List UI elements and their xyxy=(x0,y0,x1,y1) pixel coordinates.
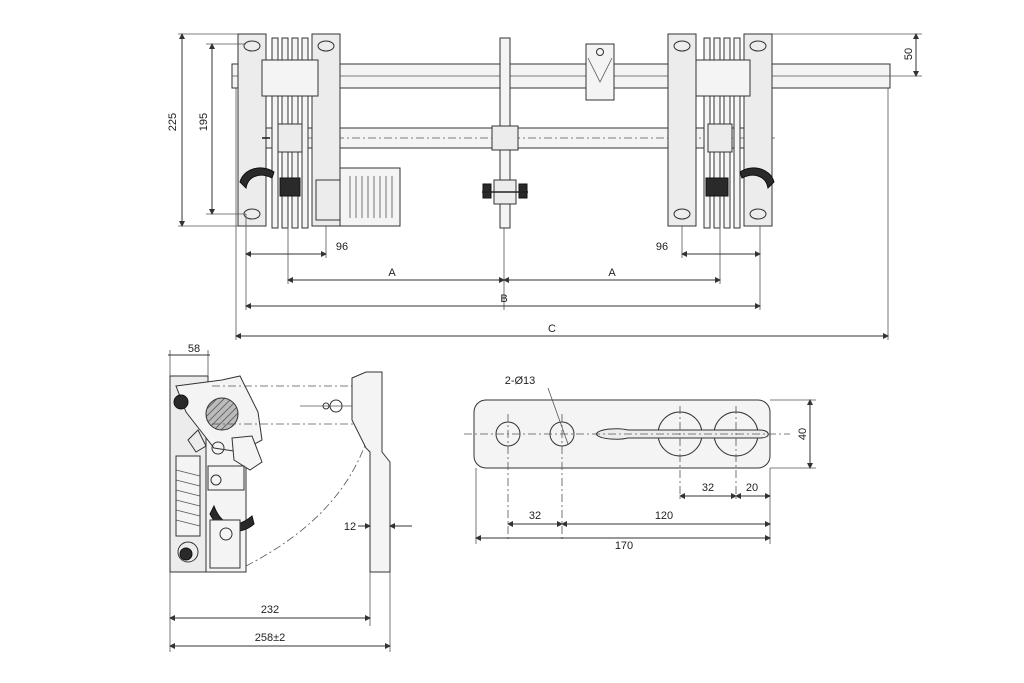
dim-195-label: 195 xyxy=(198,113,210,131)
dim-12-label: 12 xyxy=(344,521,356,533)
dim-170-label: 170 xyxy=(615,540,633,552)
hatched-shaft-section xyxy=(205,397,239,431)
dim-258-label: 258±2 xyxy=(255,632,286,644)
dim-40-label: 40 xyxy=(797,428,809,440)
plate-view: 2-Ø13 40 32 20 32 120 170 xyxy=(464,375,816,552)
swing-arc xyxy=(245,429,371,567)
side-view: 58 12 232 258±2 xyxy=(168,343,412,652)
dim-C-label: C xyxy=(548,323,556,335)
top-bracket xyxy=(585,43,615,101)
dim-96-left-label: 96 xyxy=(336,241,348,253)
left-cable-hook xyxy=(239,167,275,190)
fixed-contact xyxy=(351,371,391,573)
dim-B-label: B xyxy=(500,293,507,305)
dim-225-label: 225 xyxy=(167,113,179,131)
plate-view-dimensions: 2-Ø13 40 32 20 32 120 170 xyxy=(475,375,816,552)
dim-58-label: 58 xyxy=(188,343,200,355)
dim-232-label: 232 xyxy=(261,604,279,616)
dim-A-left-label: A xyxy=(388,267,396,279)
left-mount-plate-a xyxy=(237,33,267,227)
dim-20-label: 20 xyxy=(746,482,758,494)
side-view-dimensions: 58 12 232 258±2 xyxy=(168,343,412,652)
dim-96-right-label: 96 xyxy=(656,241,668,253)
dim-A-right-label: A xyxy=(608,267,616,279)
dim-32-left-label: 32 xyxy=(529,510,541,522)
top-view: 225 195 50 96 96 xyxy=(167,33,922,340)
spring-column xyxy=(175,455,201,537)
dim-32-right-label: 32 xyxy=(702,482,714,494)
dim-120-label: 120 xyxy=(655,510,673,522)
right-mount-plate-a xyxy=(667,33,697,227)
auxiliary-switch-box xyxy=(339,167,401,227)
dim-50-label: 50 xyxy=(903,48,915,60)
right-cable-hook xyxy=(739,167,775,190)
hole-spec-label: 2-Ø13 xyxy=(505,375,536,387)
top-view-dimensions: 225 195 50 96 96 xyxy=(167,33,922,340)
